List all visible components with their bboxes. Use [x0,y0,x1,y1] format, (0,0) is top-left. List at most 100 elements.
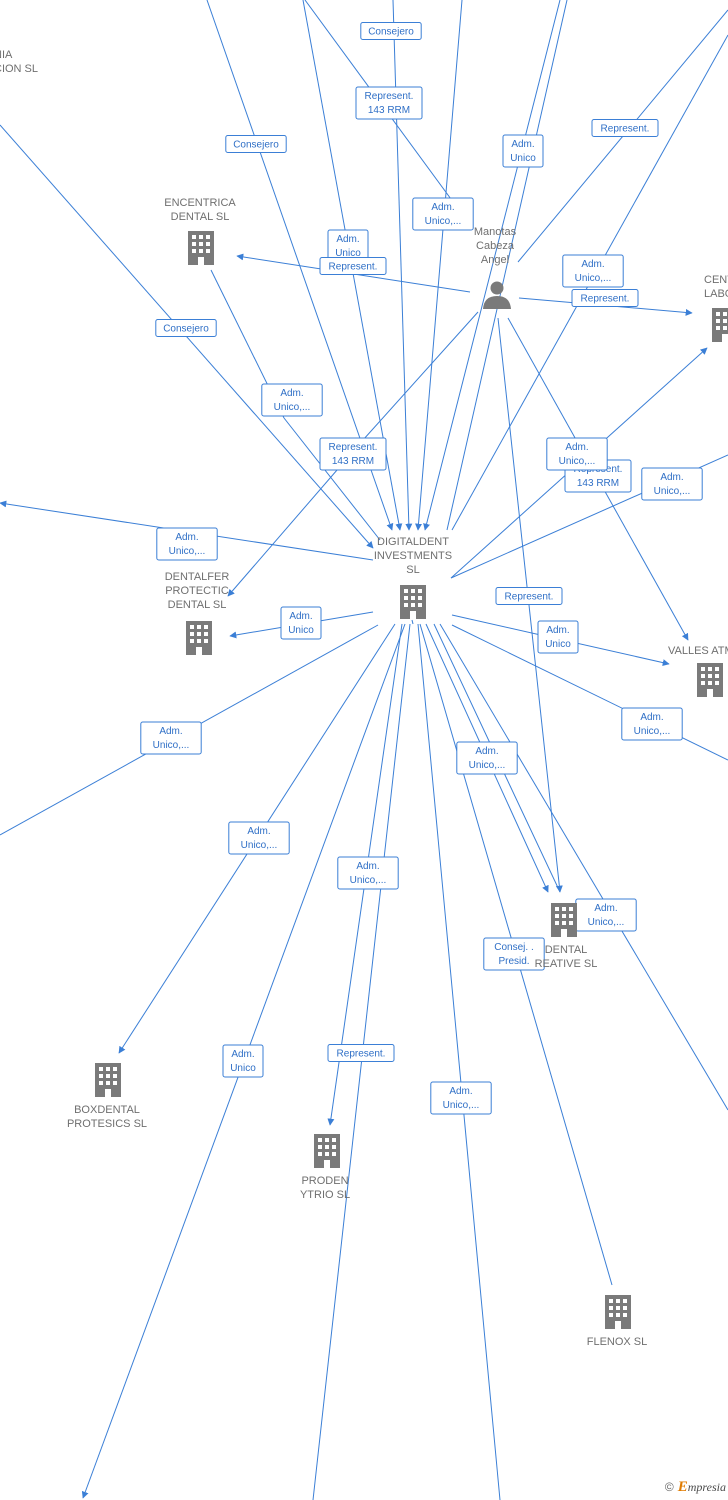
node-label: PROTECTIC [165,585,229,597]
node-label: DIGITALDENT [377,536,449,548]
edge-label[interactable]: Consejero [155,319,217,337]
node-label: YTRIO SL [300,1189,350,1201]
node-label: Manotas [474,226,517,238]
edge-label[interactable]: Adm.Unico [537,620,579,654]
edge-label[interactable]: Adm.Unico,... [337,856,399,890]
nodes-layer: DIGITALDENTINVESTMENTSSLManotasCabezaAng… [0,49,728,1348]
edge-label-box [337,856,399,890]
edge-label[interactable]: Adm. Unico [222,1044,264,1078]
edge-label-text: Adm. [581,259,604,270]
edge-label[interactable]: Adm.Unico [280,606,322,640]
edge-label-text: Unico,... [241,840,278,851]
node-label: INVESTMENTS [374,550,452,562]
edge-label[interactable]: Adm.Unico,... [140,721,202,755]
edge-label[interactable]: Represent.143 RRM [355,86,423,120]
node-label: REATIVE SL [535,958,598,970]
edge-label[interactable]: Adm.Unico,... [641,467,703,501]
edge-label-box [319,257,387,275]
edge-label-text: Unico,... [443,1100,480,1111]
edge-label-text: Adm. [546,625,569,636]
edge-label-box [319,437,387,471]
edge-label-text: Represent. [505,592,554,603]
edge-label-text: Unico,... [350,875,387,886]
edge-label[interactable]: Adm.Unico,... [456,741,518,775]
edge-label[interactable]: Adm.Unico,... [621,707,683,741]
edge-label[interactable]: Adm.Unico,... [562,254,624,288]
building-icon [186,621,212,655]
edge-label-text: Consejero [233,140,279,151]
building-icon [314,1134,340,1168]
edge-label[interactable]: Represent. [495,587,563,605]
edge-label[interactable]: Adm.Unico,... [261,383,323,417]
edge-label[interactable]: Adm.Unico,... [156,527,218,561]
edge-label-text: Represent. [329,442,378,453]
edge-label-box [430,1081,492,1115]
edge-label-box [591,119,659,137]
edge-label[interactable]: Adm.Unico,... [430,1081,492,1115]
node-vallesatm[interactable]: VALLES ATM [668,645,728,697]
edge-label-text: Adm. [475,746,498,757]
edge-label-box [222,1044,264,1078]
edge-label-box [456,741,518,775]
edge-label[interactable]: Adm.Unico,... [412,197,474,231]
edge-label[interactable]: Represent. [591,119,659,137]
node-label: Angel [481,254,509,266]
edge-label[interactable]: Consejero [360,22,422,40]
node-label: NIA [0,49,13,61]
edge-label-box [483,937,545,971]
edge-label[interactable]: Represent. [319,257,387,275]
edge-label-box [562,254,624,288]
edge-label-box [412,197,474,231]
edge-label-box [355,86,423,120]
brand-name: mpresia [687,1480,726,1494]
edge-label-box [621,707,683,741]
edge-label-box [537,620,579,654]
edge-label-box [360,22,422,40]
edge-label[interactable]: Represent. [571,289,639,307]
node-label: BOXDENTAL [74,1104,140,1116]
building-icon [188,231,214,265]
edge-label[interactable]: Adm.Unico,... [228,821,290,855]
edge-label[interactable]: Adm. Unico [327,229,369,263]
node-flenox[interactable]: FLENOX SL [587,1295,648,1348]
edge-label-box [327,1044,395,1062]
edge-label-text: Consej. . [494,942,533,953]
node-label: PRODEN [301,1175,348,1187]
edge-line [439,623,728,1111]
edge-label-text: Unico [335,248,361,259]
edge-label-text: Unico,... [654,486,691,497]
edge-label[interactable]: Consej. .Presid. [483,937,545,971]
edge-label-text: Adm. [231,1049,254,1060]
building-icon [551,903,577,937]
node-centlabo[interactable]: CENTLABO 2 [704,274,728,342]
building-icon [697,663,723,697]
empresia-watermark: ©Empresia [665,1479,726,1496]
edge-label[interactable]: Represent.143 RRM [319,437,387,471]
node-label: FLENOX SL [587,1336,648,1348]
edge-label[interactable]: Adm.Unico,... [546,437,608,471]
edge-label-text: Represent. [337,1049,386,1060]
edge-label[interactable]: Consejero [225,135,287,153]
building-icon [95,1063,121,1097]
edge-label-text: Unico,... [634,726,671,737]
edge-label-text: Unico [230,1063,256,1074]
edge-label-text: Unico,... [153,740,190,751]
node-label: DENTAL SL [171,211,230,223]
node-proden[interactable]: PRODEN YTRIO SL [300,1134,350,1201]
edge-label-box [228,821,290,855]
person-icon [483,281,511,309]
edge-label[interactable]: Represent. [327,1044,395,1062]
edge-label[interactable]: Adm.Unico,... [575,898,637,932]
edge-label[interactable]: Adm.Unico [502,134,544,168]
edge-label-box [546,437,608,471]
edge-label-text: Adm. [336,234,359,245]
node-topleft[interactable]: NIACION SL [0,49,38,75]
